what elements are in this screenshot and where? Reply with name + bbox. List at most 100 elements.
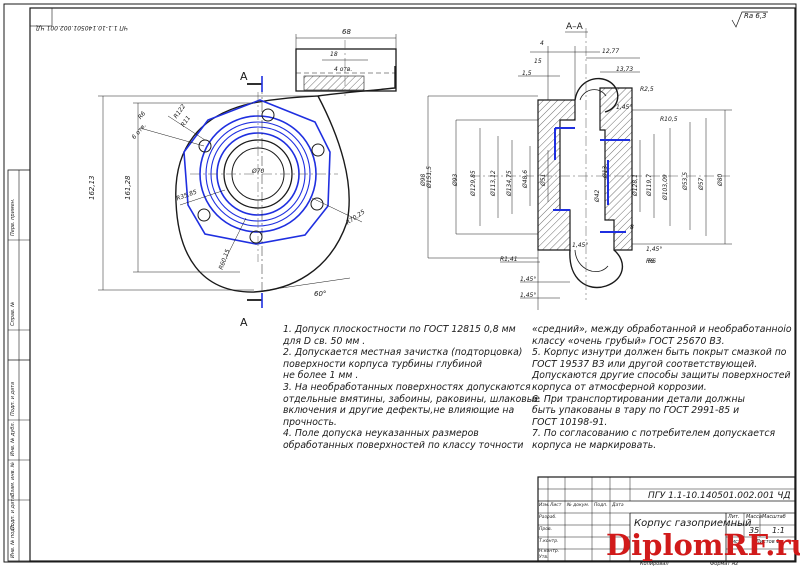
dim-label: 1,45° (646, 246, 663, 253)
dim-label: 12,77 (602, 48, 620, 55)
dim-label: Ø119,7 (646, 174, 653, 196)
dim-label: Ø51 (540, 173, 547, 186)
side-stamp-label: Перв. примен. (10, 198, 16, 236)
dim-label: 1,5 (522, 70, 532, 77)
note-line: 3. На необработанных поверхностях допуск… (283, 381, 531, 393)
dim-label: 8 (630, 224, 634, 231)
side-stamp-label: Справ. № (10, 301, 16, 326)
col-mass-header: Масса (746, 514, 762, 520)
part-name: Корпус газоприемный (634, 518, 752, 529)
watermark: DiplomRF.ru (606, 528, 800, 562)
col-lit-header: Лит. (728, 514, 740, 520)
technical-notes-right: «средний», между обработанной и необрабо… (532, 324, 792, 452)
side-stamp-label: Инв. № подл. (10, 523, 16, 559)
note-line: ГОСТ 19537 ВЗ или другой соответствующей… (532, 358, 758, 370)
dim-label: Ø13 (602, 165, 609, 178)
copied-label: Копировал (640, 561, 669, 567)
scale-value: 1:1 (772, 526, 785, 535)
dim-label: 15 (534, 58, 542, 65)
note-line: ГОСТ 10198-91. (532, 416, 608, 428)
note-line: быть упакованы в тару по ГОСТ 2991-85 и (532, 405, 740, 417)
dim-label: Ø151,5 (426, 166, 433, 188)
dim-label: Ø129,85 (470, 170, 477, 196)
note-line: 2. Допускается местная зачистка (подторц… (283, 347, 523, 359)
note-line: 6. При транспортировании детали должны (532, 393, 745, 405)
note-line: классу «очень грубый» ГОСТ 25670 В3. (532, 335, 725, 347)
section-label: А–А (566, 22, 583, 32)
dim-label: 162,13 (88, 175, 96, 201)
dim-label: Ø57 (698, 177, 705, 190)
dim-label: R2,5 (640, 86, 654, 93)
dim-label: Ø98 (420, 173, 427, 186)
dim-label: 1,45° (616, 104, 633, 111)
mass-value: 35 (749, 526, 760, 535)
dim-label: Ø128,1 (632, 174, 639, 196)
tb-row-label: Разраб. (539, 515, 557, 520)
side-stamp-label: Инв. № дубл. (10, 421, 16, 456)
note-line: Допускаются другие способы защиты поверх… (532, 370, 791, 382)
sheet-label: Лист (728, 539, 741, 545)
dim-label: 1,45° (572, 242, 589, 249)
tb-row-label: Н.контр. (539, 549, 560, 554)
note-line: не более 1 мм . (283, 370, 359, 382)
dim-label: Ø134,75 (506, 170, 513, 196)
rotated-doc-code: ЧП 1.1-10.140501.002.001 ЧД (35, 24, 128, 31)
side-stamp-label: Взам. инв. № (10, 462, 16, 496)
dim-label: Ø53,5 (682, 171, 689, 190)
note-line: «средний», между обработанной и необрабо… (532, 324, 792, 335)
note-line: 1. Допуск плоскостности по ГОСТ 12815 0,… (283, 324, 516, 335)
cut-letter-bottom: А (240, 316, 248, 329)
tb-row-label: Подп. (594, 503, 608, 508)
tb-row-label: Лист (550, 503, 562, 508)
dim-label: 4 отв. (334, 66, 353, 73)
note-line: корпуса от атмосферной коррозии. (532, 381, 707, 393)
dim-label: 18 (330, 51, 338, 58)
dim-label: Ø48,6 (522, 169, 529, 188)
doc-code: ПГУ 1.1-10.140501.002.001 ЧД (648, 491, 791, 501)
dim-label: R1,41 (500, 256, 518, 263)
col-scale-header: Масштаб (762, 514, 786, 520)
dim-label: Ø113,12 (490, 170, 497, 196)
tb-row-label: Изм. (539, 503, 550, 508)
note-line: корпуса не маркировать. (532, 439, 657, 451)
tb-row-label: Т.контр. (539, 539, 559, 544)
note-line: 4. Поле допуска неуказанных размеров (283, 428, 479, 440)
dim-label: 1,45° (520, 292, 537, 299)
technical-notes-left: 1. Допуск плоскостности по ГОСТ 12815 0,… (283, 324, 540, 452)
section-view (427, 11, 768, 310)
side-stamp-label: Подп. и дата (10, 381, 16, 416)
dim-label: R6 (648, 258, 656, 265)
note-line: обработанных поверхностей по классу точн… (283, 439, 524, 451)
note-line: для D св. 50 мм . (283, 335, 366, 347)
cut-letter-top: А (240, 70, 248, 83)
dim-label: 60° (314, 290, 327, 298)
note-line: 5. Корпус изнутри должен быть покрыт сма… (532, 347, 787, 359)
dim-label: Ø93 (452, 173, 459, 186)
drawing-frame (3, 3, 797, 563)
dim-label: 161,28 (124, 175, 132, 201)
tb-row-label: № докум. (567, 503, 590, 508)
note-line: отдельные вмятины, забоины, раковины, шл… (283, 393, 540, 405)
note-line: включения и другие дефекты,не влияющие н… (283, 405, 515, 417)
note-line: 7. По согласованию с потребителем допуск… (532, 428, 776, 440)
tb-row-label: Пров. (539, 527, 553, 532)
dim-label: 13,73 (616, 66, 634, 73)
roughness-mark: Ra 6,3 (744, 12, 767, 20)
dim-label: R10,5 (660, 116, 678, 123)
dim-label: Ø80 (717, 173, 724, 186)
tb-row-label: Утв. (539, 555, 549, 560)
dim-label: Ø42 (594, 189, 601, 202)
tb-row-label: Дата (612, 503, 624, 508)
note-line: прочность. (283, 416, 337, 428)
dim-label: Ø103,09 (662, 174, 669, 200)
front-view (98, 34, 397, 308)
dim-label: R6 (646, 258, 654, 265)
sheets-label: Листов 1 (756, 539, 780, 545)
note-line: поверхности корпуса турбины глубиной (283, 358, 483, 370)
title-block-grid (537, 476, 796, 562)
format-label: Формат А2 (710, 561, 739, 567)
dim-label: 4 (540, 40, 544, 47)
dim-label: Ø70 (252, 168, 265, 175)
dim-label: 1,45° (520, 276, 537, 283)
